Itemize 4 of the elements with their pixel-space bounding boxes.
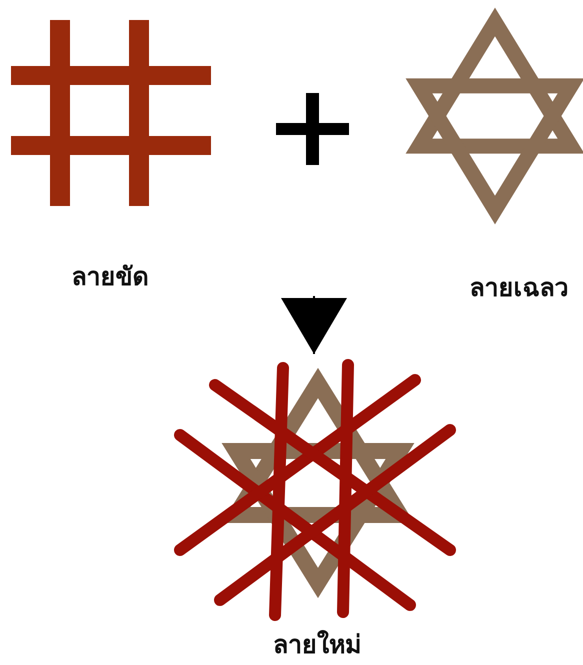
pattern-caption: ลายใหม่: [273, 630, 361, 660]
arrow: [281, 296, 347, 354]
pattern-caption: ลายขัด: [72, 262, 148, 292]
pattern-caption: ลายเฉลว: [470, 273, 568, 303]
